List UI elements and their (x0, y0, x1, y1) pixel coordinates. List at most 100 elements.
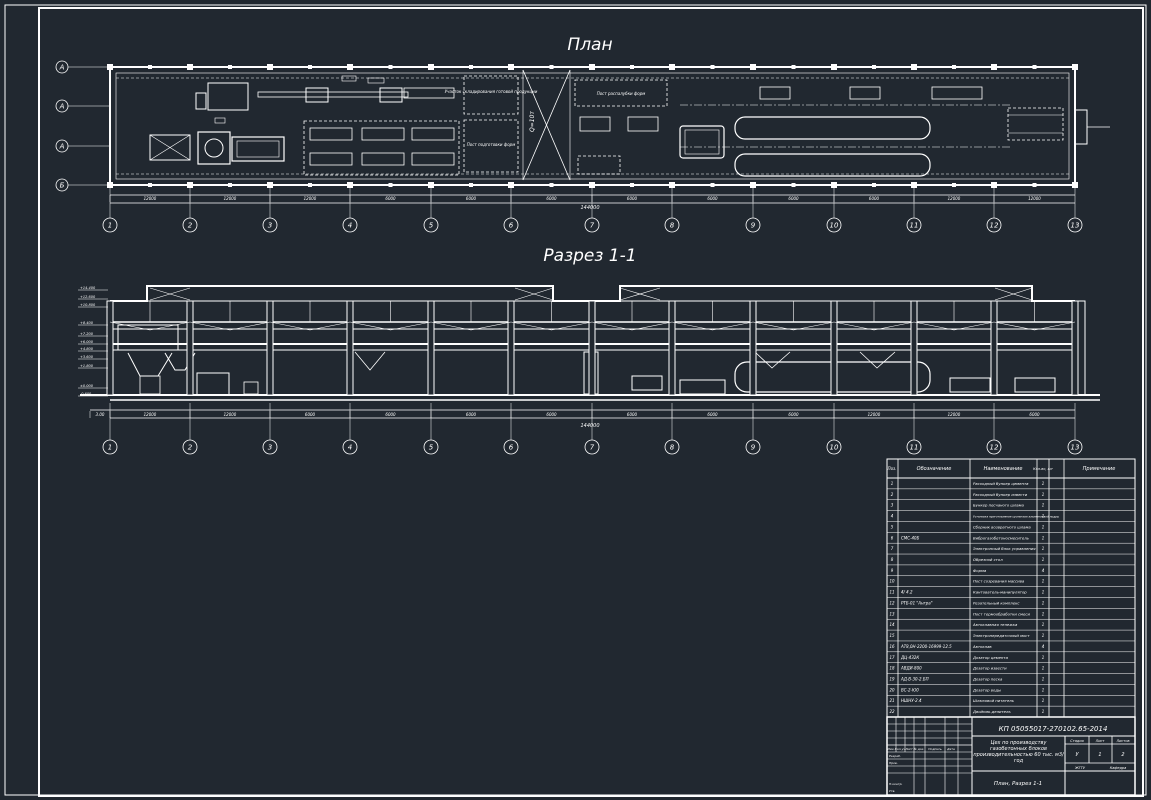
level-mark-label: +8.400 (80, 321, 94, 325)
plan-column (952, 183, 956, 187)
level-mark-label: +7.200 (80, 332, 94, 336)
level-mark: +6.000 (78, 340, 108, 345)
plan-column (549, 183, 554, 187)
plan-column (831, 182, 837, 188)
section-axis-number: 9 (751, 444, 756, 452)
level-mark: +12.600 (78, 295, 108, 300)
spec-cell: Двойник-делитель (972, 709, 1011, 714)
spec-cell: 1 (1042, 503, 1045, 508)
spec-cell: СМС-40Б (901, 535, 920, 540)
plan-column (267, 182, 273, 188)
level-mark: +10.800 (78, 303, 108, 308)
spec-cell: 2 (891, 492, 894, 497)
spec-cell: Электропередаточный мост (972, 633, 1030, 638)
spec-cell: 17 (889, 655, 895, 660)
plan-axis-4: 4 (342, 188, 358, 233)
plan-equipment: Участок складирования готовой продукции … (149, 69, 1064, 181)
spec-cell: РТБ-01 "Ангра" (901, 600, 933, 605)
spec-cell: Дозатор извести (972, 666, 1007, 671)
plan-columns (107, 64, 1078, 188)
span-label: 6000 (546, 196, 557, 201)
spec-cell: 1 (1042, 546, 1045, 551)
spec-cell: 11 (889, 590, 894, 595)
section-axis-number: 11 (910, 444, 919, 452)
spec-cell: 6 (891, 535, 894, 540)
level-mark-label: +4.800 (80, 347, 94, 351)
plan-column (872, 183, 876, 187)
level-mark: -0.600 (78, 392, 108, 397)
plan-column (791, 183, 796, 187)
plan-axis-number: 8 (670, 222, 675, 230)
spec-cell: 1 (1042, 492, 1045, 497)
spec-cell: Электронный блок управления (972, 546, 1036, 551)
span-label: 12000 (948, 196, 961, 201)
spec-header-note: Примечание (1083, 466, 1116, 472)
truss (349, 321, 432, 331)
plan-column (991, 64, 997, 70)
mixer-box (197, 131, 231, 165)
section-columns (106, 300, 1079, 396)
truss (109, 321, 191, 331)
spec-cell: 1 (1042, 633, 1045, 638)
plan-axis-letter-label: А (59, 143, 65, 151)
plan-column (148, 65, 152, 69)
section-axis-number: 8 (670, 444, 675, 452)
plan-column (952, 65, 956, 69)
spec-cell: 16 (889, 644, 895, 649)
section-axis-5: 5 (423, 403, 439, 455)
spec-cell: Автоклавная тележка (972, 622, 1018, 627)
section-axis-number: 4 (348, 444, 352, 452)
spec-header-designation: Обозначение (917, 466, 952, 472)
plan-axis-3: 3 (262, 188, 278, 233)
spec-cell: 1 (1042, 687, 1045, 692)
span-label: 6000 (385, 412, 396, 417)
spec-cell: 13 (889, 611, 895, 616)
section-title: Разрез 1-1 (543, 246, 636, 266)
section-axis-13: 13 (1067, 403, 1083, 455)
stamp-row-nkontr: Н.контр. (889, 782, 902, 786)
stamp-col-izm: Изм. (887, 747, 894, 751)
section-axis-number: 10 (830, 444, 839, 452)
plan-axis-1: 1 (102, 188, 118, 233)
plan-axis-2: 2 (182, 188, 198, 233)
section-column (186, 300, 194, 396)
plan-column (228, 183, 232, 187)
spec-cell: Форма (973, 568, 987, 573)
spec-cell: 12 (889, 600, 895, 605)
stamp-col-list: Лист (904, 747, 913, 751)
plan-axis-number: 12 (990, 222, 999, 230)
level-mark: +7.200 (78, 332, 108, 337)
section-axis-9: 9 (745, 403, 761, 455)
plan-column (669, 64, 675, 70)
level-mark: +3.600 (78, 355, 108, 360)
spec-cell: 15 (889, 633, 895, 638)
spec-cell: 1 (1042, 590, 1045, 595)
spec-cell: АВДИ-800 (900, 666, 922, 671)
autoclave-2 (734, 153, 931, 177)
section-column (1071, 300, 1079, 396)
level-mark-label: +10.800 (80, 303, 96, 307)
crane-label: Q=10т (529, 111, 536, 132)
section-total-dim: 144000 (580, 423, 599, 429)
stamp-sheets-value: 2 (1121, 752, 1124, 758)
section-axis-3: 3 (262, 403, 278, 455)
stamp-col-doc: № док. (913, 747, 925, 751)
span-label: 12000 (948, 412, 961, 417)
plan-column (308, 65, 312, 69)
plan-column (1072, 64, 1078, 70)
section-axis-7: 7 (584, 403, 600, 455)
spec-cell: Расходный бункер извести (973, 492, 1028, 497)
section-column (588, 300, 596, 396)
spec-cell: 19 (889, 676, 895, 681)
plan-axis-11: 11 (906, 188, 922, 233)
truss (671, 321, 754, 331)
section-axis-10: 10 (826, 403, 842, 455)
level-mark-label: -0.600 (80, 392, 92, 396)
truss (752, 321, 835, 331)
truss (591, 321, 673, 331)
